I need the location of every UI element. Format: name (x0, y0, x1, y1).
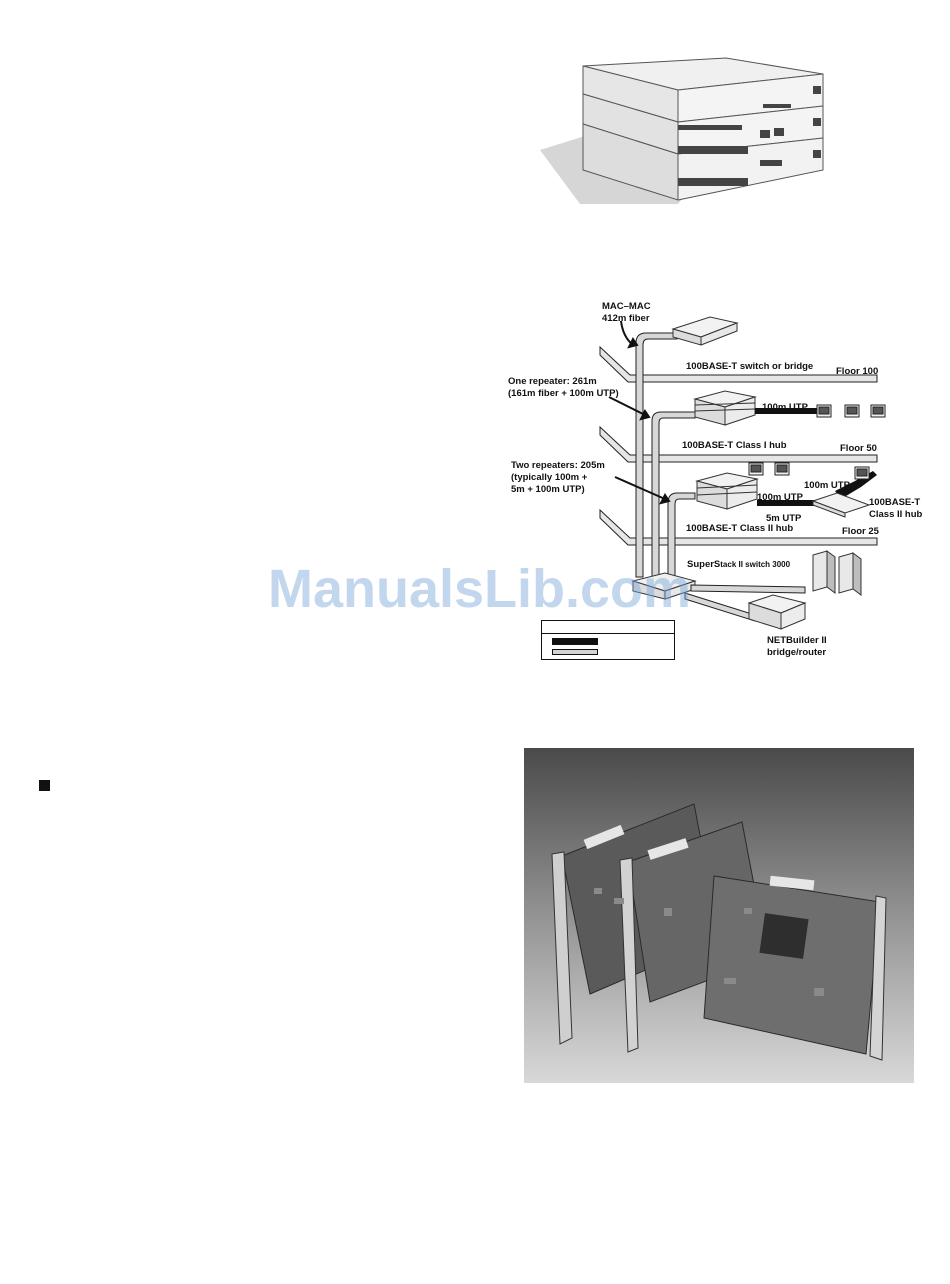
class1-hub-stack (693, 390, 757, 426)
network-diagram (599, 316, 886, 630)
label-floor-25: Floor 25 (842, 526, 879, 537)
label-switch-or-bridge: 100BASE-T switch or bridge (686, 361, 814, 372)
label-100m-utp-floor25: 100m UTP (757, 492, 803, 503)
fiber-risers (635, 332, 696, 578)
label-class2-hub: 100BASE-T Class II hub (686, 523, 794, 534)
label-floor-50: Floor 50 (840, 443, 877, 454)
legend-divider (542, 633, 674, 634)
label-100m-utp-right: 100m UTP (804, 480, 850, 491)
network-cards-photo (524, 748, 914, 1083)
label-floor-100: Floor 100 (836, 366, 879, 377)
floor-slabs (599, 345, 878, 546)
class2-hub-stack (695, 472, 759, 510)
label-two-repeaters: Two repeaters: 205m (typically 100m + 5m… (511, 460, 605, 495)
label-5m-utp: 5m UTP (766, 513, 802, 524)
label-100m-utp-floor50: 100m UTP (762, 402, 808, 413)
class2-hub-right (811, 492, 871, 518)
servers (812, 550, 862, 596)
superstack-switch (631, 572, 697, 600)
switch-floor100 (671, 316, 739, 346)
pointer-arrows (608, 320, 671, 505)
label-class1-hub: 100BASE-T Class I hub (682, 440, 787, 451)
workstations-floor50 (816, 404, 886, 418)
bullet-marker (39, 780, 50, 791)
label-mac-mac-fiber: MAC–MAC 412m fiber (602, 301, 651, 324)
stacked-hub-image (540, 57, 824, 204)
label-netbuilder: NETBuilder II bridge/router (767, 635, 827, 658)
label-superstack-switch: SuperStack II switch 3000 (687, 559, 791, 570)
workstations-floor25 (748, 462, 870, 480)
legend-swatch-utp (552, 638, 598, 645)
label-class2-hub-right: 100BASE-T Class II hub (869, 497, 923, 520)
label-one-repeater: One repeater: 261m (161m fiber + 100m UT… (508, 376, 619, 399)
netbuilder-router (747, 594, 807, 630)
diagram-legend (541, 620, 675, 660)
watermark: ManualsLib.com (268, 559, 692, 619)
legend-swatch-fiber (552, 649, 598, 655)
